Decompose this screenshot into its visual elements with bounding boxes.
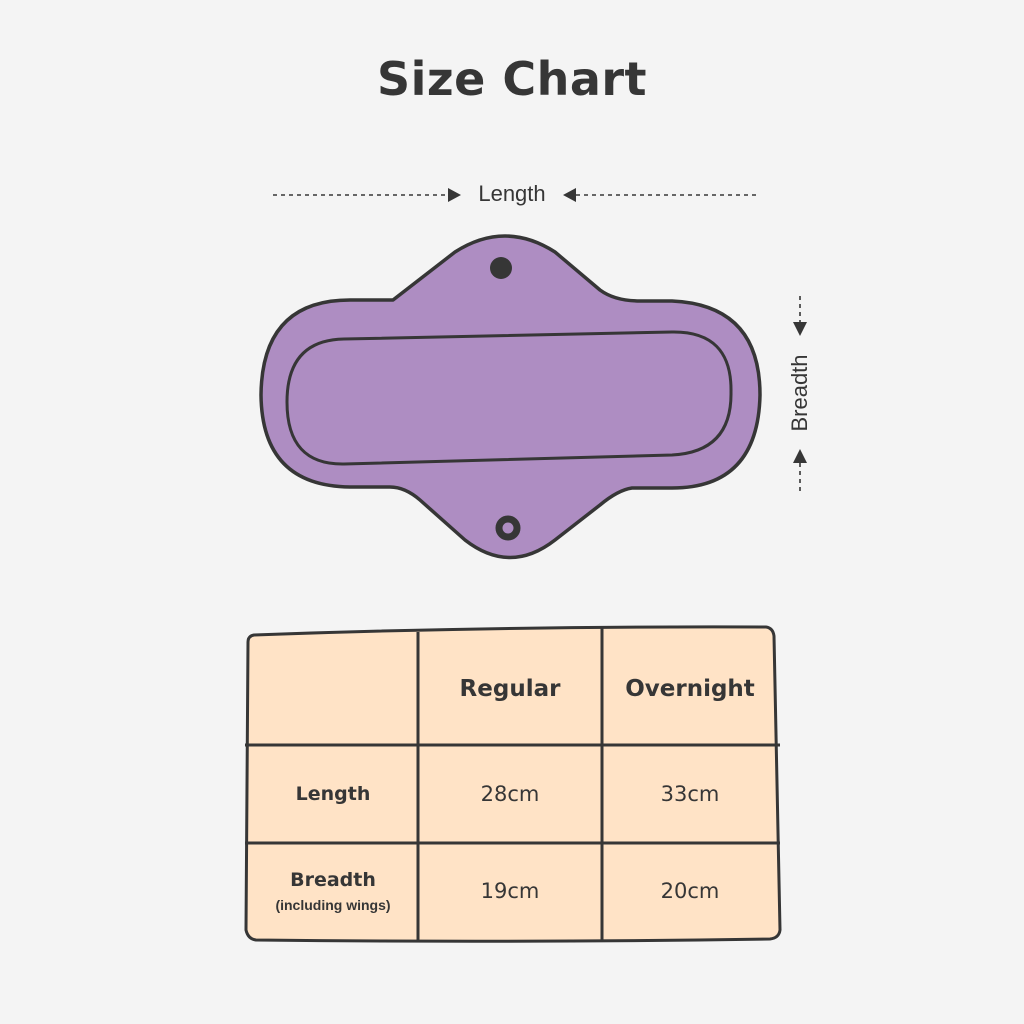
cell-value: 20cm [660,879,720,903]
page-title: Size Chart [376,52,648,106]
cell-value: 19cm [480,879,540,903]
table-header-empty [248,632,418,745]
column-header-label: Regular [459,675,561,702]
cell-length-overnight: 33cm [602,745,778,843]
length-dimension-label: Length [478,181,546,206]
row-header-sublabel: (including wings) [275,897,391,913]
pad-inner-channel [285,330,733,466]
length-arrow-left [273,188,461,202]
length-arrow-right [563,188,760,202]
row-header-label: Length [295,783,371,805]
column-header-regular: Regular [418,632,602,745]
cell-value: 33cm [660,782,720,806]
cell-length-regular: 28cm [418,745,602,843]
cell-value: 28cm [480,782,540,806]
pad-illustration [259,234,762,560]
cell-breadth-regular: 19cm [418,843,602,939]
snap-button-filled-icon [490,257,512,279]
row-header-label: Breadth [290,869,376,891]
column-header-overnight: Overnight [602,632,778,745]
cell-breadth-overnight: 20cm [602,843,778,939]
row-header-breadth: Breadth (including wings) [248,843,418,939]
breadth-arrow-bottom [793,449,807,493]
breadth-arrow-top [793,296,807,336]
snap-button-ring-icon [495,515,521,541]
column-header-label: Overnight [625,675,755,702]
row-header-length: Length [248,745,418,843]
